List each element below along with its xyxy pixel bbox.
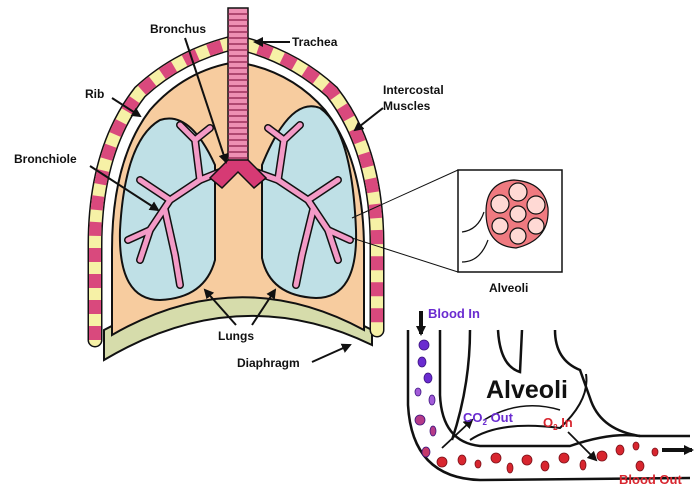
label-alveoli-large: Alveoli [486,376,568,404]
label-intercostal-line2: Muscles [383,99,431,113]
label-o2-in: O2 In [543,415,573,432]
label-lungs: Lungs [218,329,254,343]
thorax [95,8,377,360]
capillary-wall-outer [408,330,690,480]
label-diaphragm: Diaphragm [237,356,300,370]
gas-exchange: Blood In [408,306,692,487]
label-blood-out: Blood Out [619,472,682,487]
label-intercostal-line1: Intercostal [383,83,444,97]
label-alveoli: Alveoli [489,281,528,295]
label-co2-out: CO2 Out [463,410,514,427]
label-bronchus: Bronchus [150,22,206,36]
label-trachea: Trachea [292,35,338,49]
label-blood-in: Blood In [428,306,480,321]
deoxygenated-cells [415,340,436,457]
label-rib: Rib [85,87,104,101]
label-bronchiole: Bronchiole [14,152,77,166]
